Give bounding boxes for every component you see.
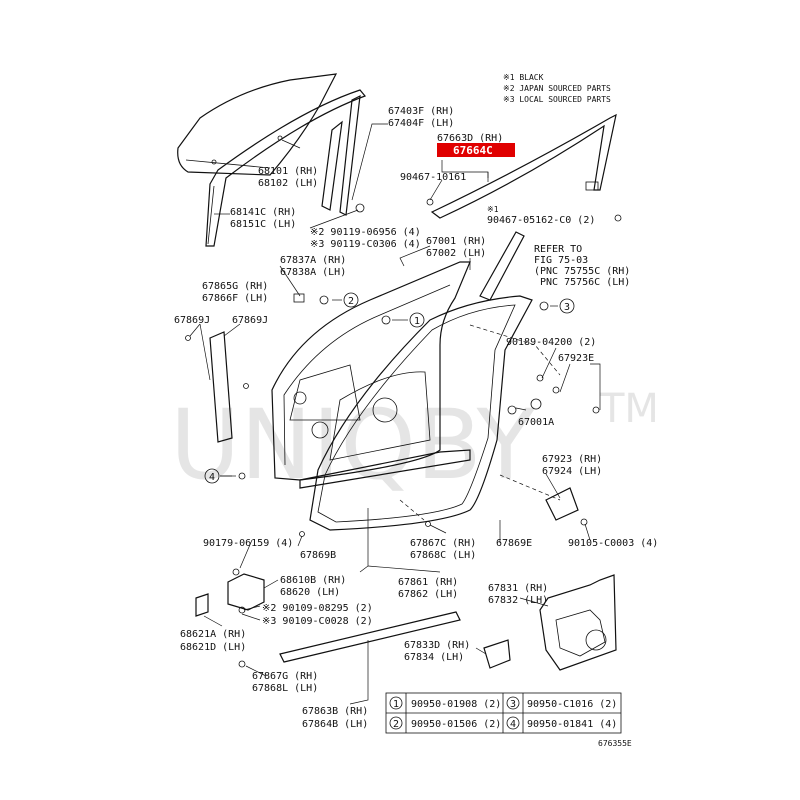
label-67834: 67834 (LH) bbox=[404, 652, 464, 663]
note-local-sourced: ※3 LOCAL SOURCED PARTS bbox=[503, 95, 611, 104]
label-90189-04200: 90189-04200 (2) bbox=[506, 337, 596, 348]
highlighted-part-box bbox=[437, 143, 515, 157]
label-67923e: 67923E bbox=[558, 353, 594, 364]
callout-2: 2 bbox=[332, 292, 359, 308]
svg-text:2: 2 bbox=[348, 296, 354, 307]
note-black: ※1 BLACK bbox=[503, 73, 544, 82]
watermark-tm: TM bbox=[599, 386, 659, 432]
hole-seal-drawing bbox=[483, 639, 511, 669]
label-67001a: 67001A bbox=[518, 417, 554, 428]
label-90109-08295: ※2 90109-08295 (2) bbox=[262, 603, 373, 614]
label-68620: 68620 (LH) bbox=[280, 587, 340, 598]
rear-sash-drawing bbox=[321, 94, 365, 216]
label-67868l: 67868L (LH) bbox=[252, 683, 318, 694]
leader-lines bbox=[189, 123, 601, 705]
label-67924: 67924 (LH) bbox=[542, 466, 602, 477]
highlighted-part-number[interactable]: 67664C bbox=[453, 144, 493, 157]
label-67869b: 67869B bbox=[300, 550, 336, 561]
door-hinge-drawing bbox=[195, 568, 265, 617]
drawing-id: 676355E bbox=[598, 739, 632, 748]
door-glass-drawing bbox=[177, 73, 338, 176]
label-68101: 68101 (RH) bbox=[258, 166, 318, 177]
label-90467-10161: 90467-10161 bbox=[400, 172, 466, 183]
label-67869j-right: 67869J bbox=[232, 315, 268, 326]
label-67663d: 67663D (RH) bbox=[437, 133, 503, 144]
label-68621d: 68621D (LH) bbox=[180, 642, 246, 653]
dashed-guide-3 bbox=[399, 499, 425, 521]
svg-text:4: 4 bbox=[209, 472, 215, 483]
label-67869e: 67869E bbox=[496, 538, 532, 549]
bracket-drawing bbox=[545, 487, 588, 526]
label-90467-05162: 90467-05162-C0 (2) bbox=[487, 215, 595, 226]
label-67865g: 67865G (RH) bbox=[202, 281, 268, 292]
outer-molding-drawing bbox=[426, 113, 622, 222]
label-note1-marker: ※1 bbox=[487, 205, 499, 214]
label-67838a: 67838A (LH) bbox=[280, 267, 346, 278]
label-67404f: 67404F (LH) bbox=[388, 118, 454, 129]
label-67867c: 67867C (RH) bbox=[410, 538, 476, 549]
label-67861: 67861 (RH) bbox=[398, 577, 458, 588]
label-67869j-left: 67869J bbox=[174, 315, 210, 326]
label-67002: 67002 (LH) bbox=[426, 248, 486, 259]
svg-text:1: 1 bbox=[414, 316, 420, 327]
label-67864b: 67864B (LH) bbox=[302, 719, 368, 730]
legend-part-3: 90950-C1016 (2) bbox=[527, 699, 617, 710]
legend-part-1: 90950-01908 (2) bbox=[411, 699, 501, 710]
label-90119-c0306: ※3 90119-C0306 (4) bbox=[310, 239, 421, 250]
label-68621a: 68621A (RH) bbox=[180, 629, 246, 640]
label-67833d: 67833D (RH) bbox=[404, 640, 470, 651]
label-67832: 67832 (LH) bbox=[488, 595, 548, 606]
label-68151c: 68151C (LH) bbox=[230, 219, 296, 230]
dashed-guide-1 bbox=[469, 324, 561, 376]
label-67001: 67001 (RH) bbox=[426, 236, 486, 247]
fastener-legend-table: 1 90950-01908 (2) 3 90950-C1016 (2) 2 90… bbox=[385, 692, 622, 734]
rocker-molding-drawing bbox=[279, 611, 461, 663]
label-67866f: 67866F (LH) bbox=[202, 293, 268, 304]
svg-text:3: 3 bbox=[564, 302, 570, 313]
label-pnc-75756c: PNC 75756C (LH) bbox=[540, 277, 630, 288]
label-68141c: 68141C (RH) bbox=[230, 207, 296, 218]
label-90109-c0028: ※3 90109-C0028 (2) bbox=[262, 616, 373, 627]
label-67837a: 67837A (RH) bbox=[280, 255, 346, 266]
service-cover-drawing bbox=[539, 574, 617, 671]
legend-part-4: 90950-01841 (4) bbox=[527, 719, 617, 730]
pillar-garnish-drawing bbox=[479, 231, 525, 301]
weatherstrip-drawing bbox=[309, 295, 533, 531]
label-pnc-75755c: (PNC 75755C (RH) bbox=[534, 266, 630, 277]
watermark-text: UNIQBY bbox=[170, 389, 536, 501]
label-67923: 67923 (RH) bbox=[542, 454, 602, 465]
label-90105-c0003: 90105-C0003 (4) bbox=[568, 538, 658, 549]
legend-num-2: 2 bbox=[393, 719, 399, 730]
dashed-guide-2 bbox=[499, 474, 561, 501]
label-67403f: 67403F (RH) bbox=[388, 106, 454, 117]
note-japan-sourced: ※2 JAPAN SOURCED PARTS bbox=[503, 84, 611, 93]
label-67863b: 67863B (RH) bbox=[302, 706, 368, 717]
callout-3: 3 bbox=[550, 298, 575, 314]
label-90179-06159: 90179-06159 (4) bbox=[203, 538, 293, 549]
door-panel-drawing bbox=[271, 261, 471, 489]
legend-num-4: 4 bbox=[510, 719, 516, 730]
label-refer-to: REFER TO bbox=[534, 244, 582, 255]
callout-4: 4 bbox=[204, 468, 236, 484]
label-68102: 68102 (LH) bbox=[258, 178, 318, 189]
callout-1: 1 bbox=[392, 312, 425, 328]
division-bar-drawing bbox=[185, 331, 249, 443]
glass-run-drawing bbox=[205, 89, 367, 247]
legend-num-3: 3 bbox=[510, 699, 516, 710]
label-90119-06956: ※2 90119-06956 (4) bbox=[310, 227, 421, 238]
label-fig-75-03: FIG 75-03 bbox=[534, 255, 588, 266]
label-67868c: 67868C (LH) bbox=[410, 550, 476, 561]
legend-part-2: 90950-01506 (2) bbox=[411, 719, 501, 730]
label-68610b: 68610B (RH) bbox=[280, 575, 346, 586]
label-67862: 67862 (LH) bbox=[398, 589, 458, 600]
legend-num-1: 1 bbox=[393, 699, 399, 710]
label-67867g: 67867G (RH) bbox=[252, 671, 318, 682]
label-67831: 67831 (RH) bbox=[488, 583, 548, 594]
